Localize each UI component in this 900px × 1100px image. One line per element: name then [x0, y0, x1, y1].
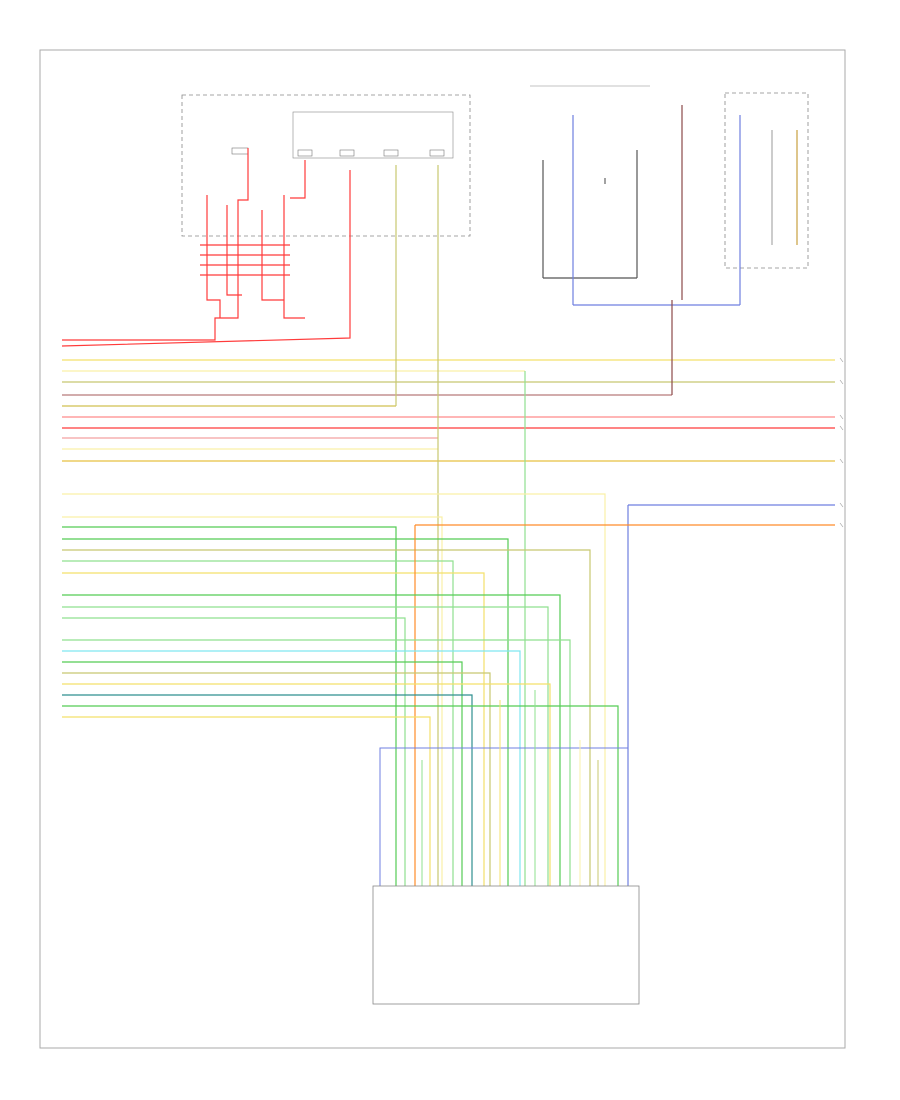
- harness-block-3: [62, 594, 619, 890]
- bottom-connector-group: [372, 885, 640, 1005]
- harness-block-2: [62, 493, 835, 890]
- right-terminal-marks: [839, 357, 844, 528]
- top-left-inner-box: [292, 111, 454, 159]
- top-right-connector-box: [724, 92, 809, 269]
- vertical-drops: [395, 165, 526, 890]
- top-left-connector-group: [181, 94, 471, 237]
- connector-feed-lines: [379, 690, 628, 890]
- bottom-connector-box: [372, 885, 640, 1005]
- diagram-frame: [39, 49, 846, 1049]
- harness-block-1: [62, 300, 835, 462]
- top-middle-sensor-group: [530, 85, 740, 306]
- switch-symbols: [231, 147, 445, 157]
- red-wire-cluster: [61, 148, 351, 347]
- top-right-connector-group: [724, 92, 809, 305]
- top-left-connector-box: [181, 94, 471, 237]
